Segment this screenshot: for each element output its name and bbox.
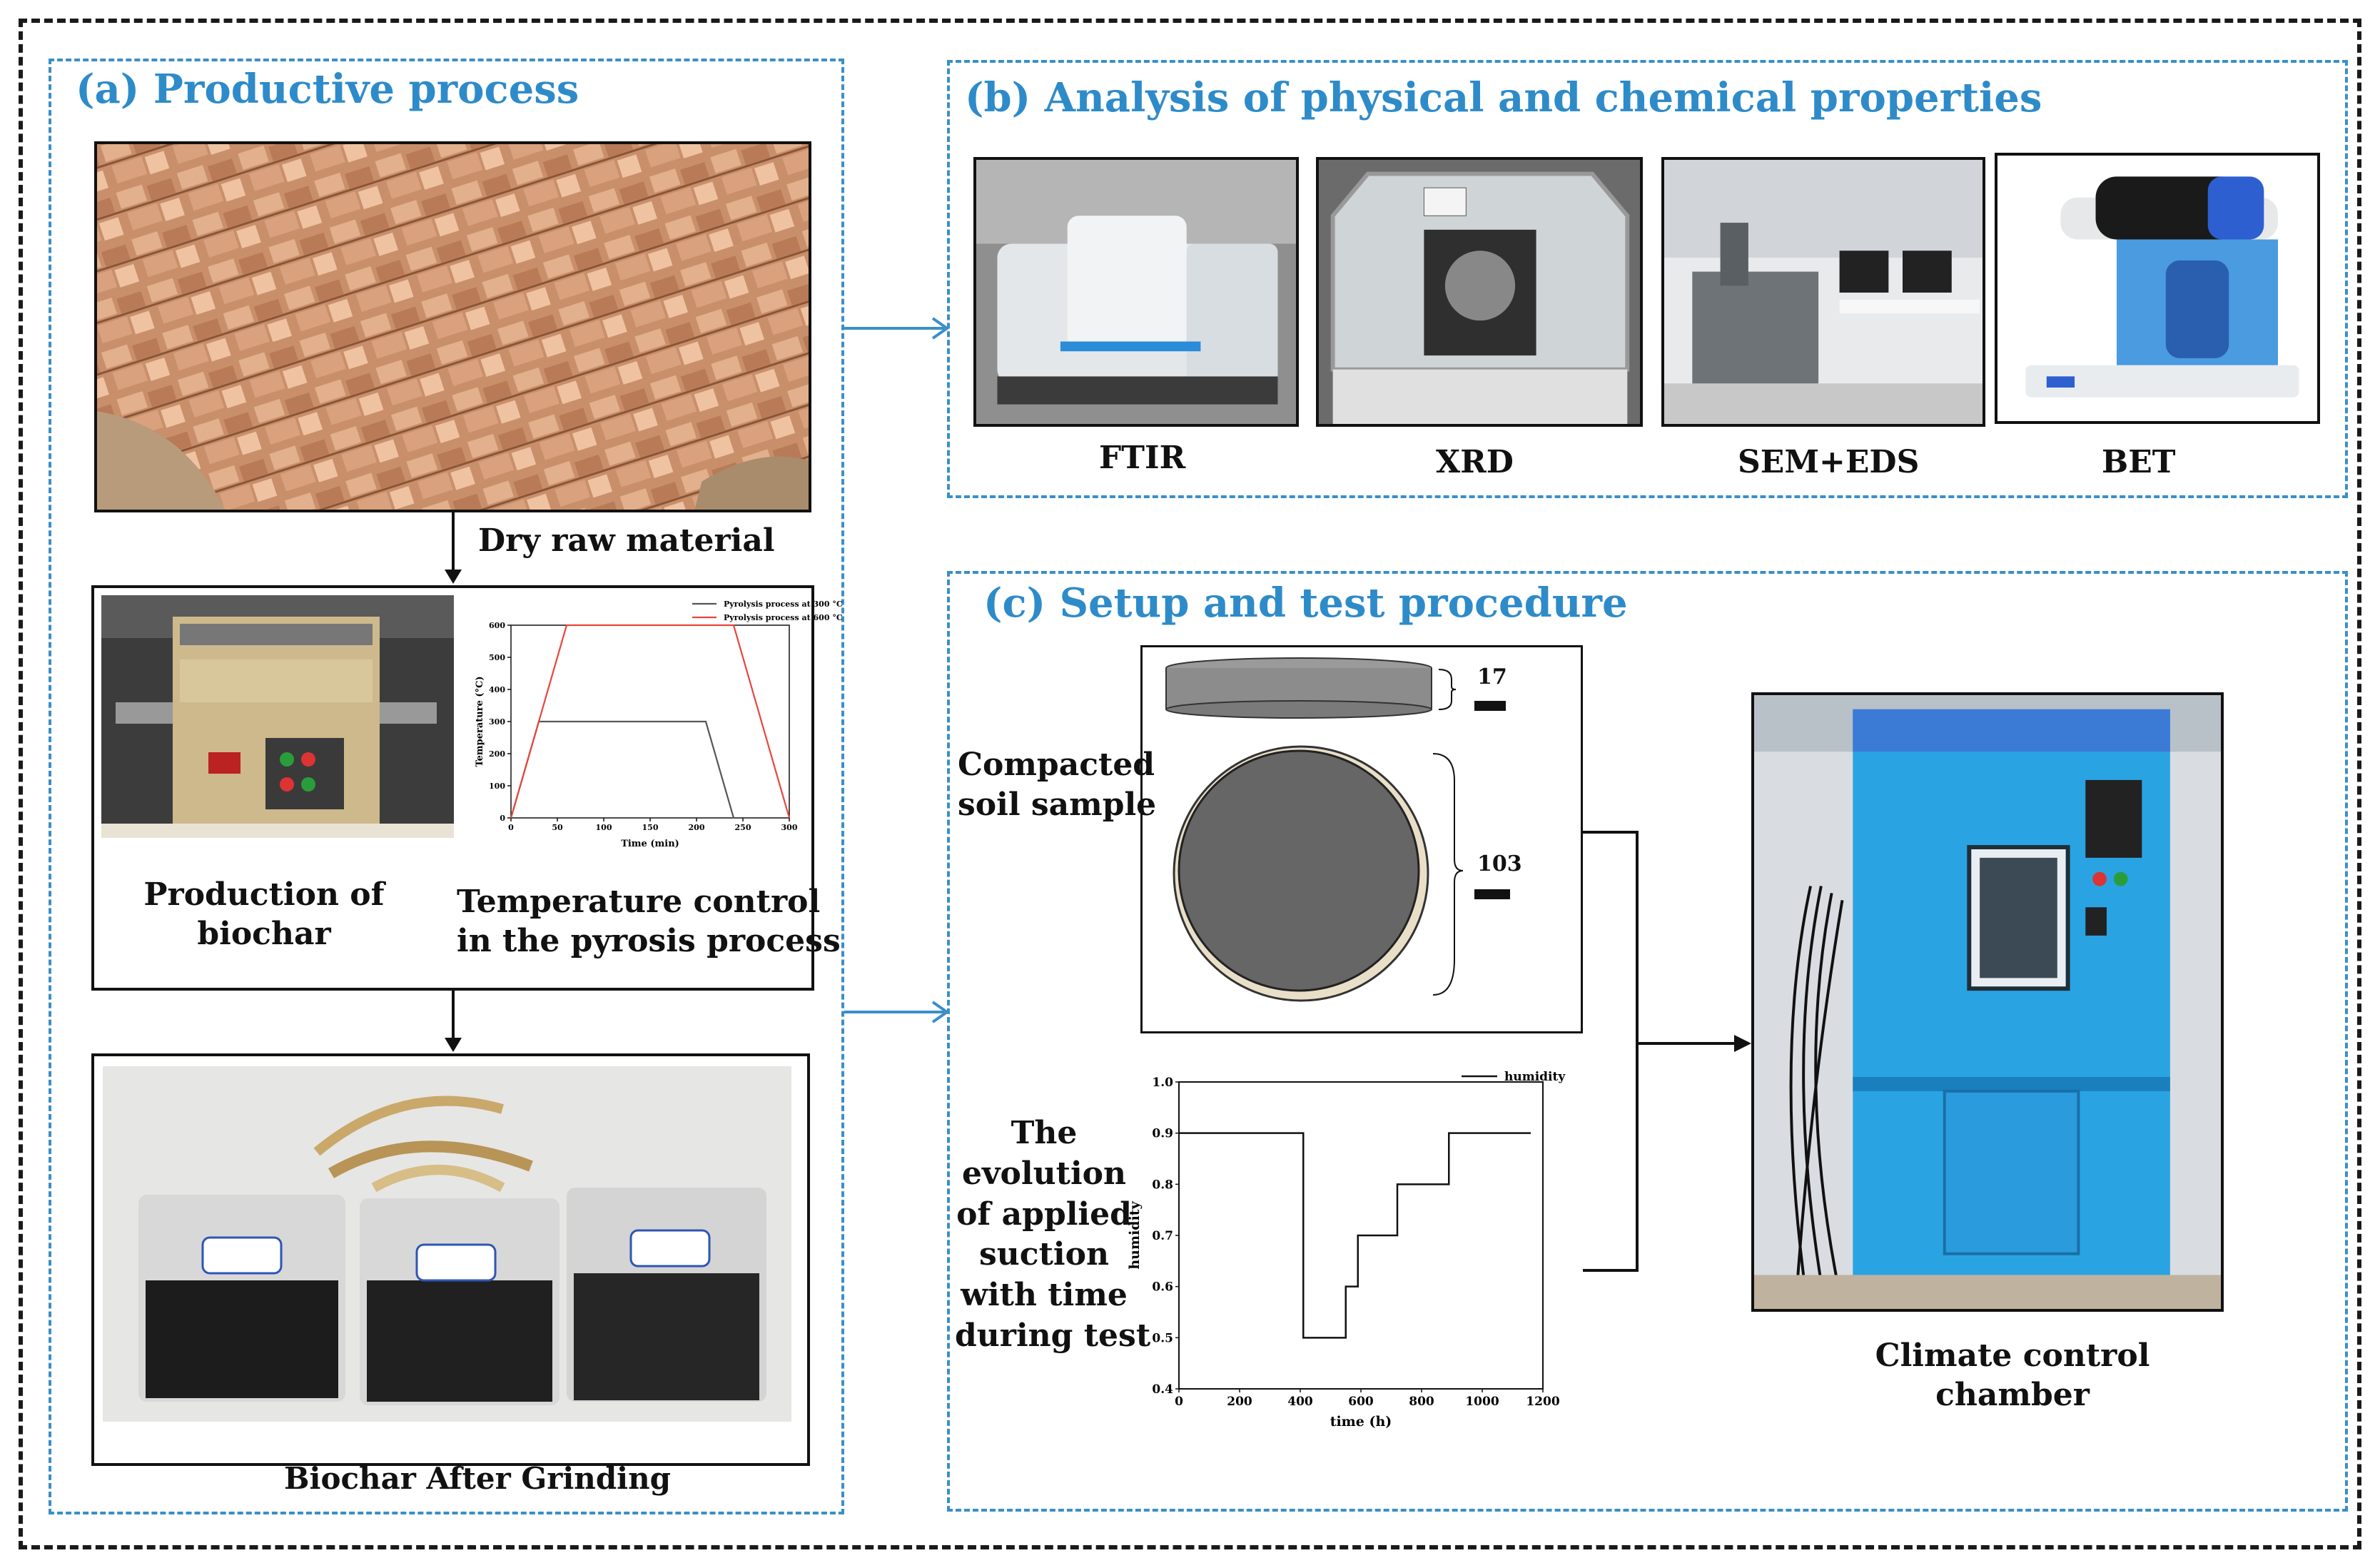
y-tick-label: 200 xyxy=(489,749,505,759)
y-tick-label: 500 xyxy=(489,653,505,662)
arrow-raw-to-production xyxy=(442,512,464,585)
production-label: Production of biochar xyxy=(143,876,385,952)
x-tick-label: 150 xyxy=(642,823,659,832)
x-tick-label: 0 xyxy=(1175,1395,1183,1409)
y-tick-label: 600 xyxy=(489,621,505,630)
y-tick-label: 0.7 xyxy=(1152,1229,1173,1243)
x-tick-label: 50 xyxy=(552,823,563,832)
temperature-label: Temperature control in the pyrosis proce… xyxy=(457,884,841,959)
bet-photo xyxy=(1995,153,2320,424)
x-axis-label: Time (min) xyxy=(621,839,679,849)
legend-label-0: humidity xyxy=(1504,1070,1566,1084)
y-tick-label: 0 xyxy=(500,814,505,823)
temperature-chart: 0 50 100 150 200 250 300 0 100 200 300 400 500 600Tim… xyxy=(475,600,843,849)
panel-a-title: (a) Productive process xyxy=(76,66,579,113)
legend-label-1: Pyrolysis process at 600 °C xyxy=(724,613,843,622)
panel-b-frame xyxy=(947,60,2348,498)
legend-label-0: Pyrolysis process at 300 °C xyxy=(724,600,843,609)
sample-label: Compacted soil sample xyxy=(958,747,1157,824)
y-tick-label: 300 xyxy=(489,717,505,727)
raw-material-label: Dry raw material xyxy=(478,522,775,559)
y-tick-label: 0.8 xyxy=(1152,1178,1173,1192)
biochar-photo xyxy=(103,1066,791,1422)
x-tick-label: 400 xyxy=(1287,1395,1313,1409)
arrow-production-to-biochar xyxy=(442,991,464,1053)
panel-a-frame xyxy=(49,59,844,1514)
furnace-photo xyxy=(101,595,454,838)
instrument-label-sem-eds: SEM+EDS xyxy=(1738,444,1920,480)
y-tick-label: 400 xyxy=(489,685,505,694)
y-tick-label: 0.6 xyxy=(1152,1280,1173,1295)
evolution-label: The evolution of applied suction with ti… xyxy=(955,1115,1151,1354)
x-tick-label: 800 xyxy=(1409,1395,1434,1409)
chamber-label: Climate control chamber xyxy=(1875,1337,2150,1414)
outer-frame xyxy=(19,19,2361,1549)
panel-b-title: (b) Analysis of physical and chemical pr… xyxy=(965,74,2042,121)
raw-material-photo xyxy=(94,141,811,512)
x-tick-label: 0 xyxy=(508,823,514,832)
climate-chamber-photo xyxy=(1751,692,2224,1312)
panel-c-frame xyxy=(947,571,2348,1512)
instrument-label-ftir: FTIR xyxy=(1099,440,1186,476)
x-tick-label: 200 xyxy=(689,823,705,832)
series-line-0 xyxy=(1179,1132,1531,1339)
x-tick-label: 100 xyxy=(596,823,612,832)
biochar-grinding-label: Biochar After Grinding xyxy=(284,1461,672,1496)
diameter-unit-mark xyxy=(1474,889,1510,899)
x-tick-label: 1000 xyxy=(1465,1395,1499,1409)
humidity-chart: 0 200 400 600 800 1000 1200 0.4 0.5 0.6 0.7 0.8 0.9 1… xyxy=(1127,1070,1566,1430)
series-line-0 xyxy=(510,720,735,819)
y-axis-label: Temperature (°C) xyxy=(475,676,485,767)
x-tick-label: 200 xyxy=(1227,1395,1252,1409)
x-tick-label: 250 xyxy=(735,823,751,832)
x-tick-label: 1200 xyxy=(1526,1395,1559,1409)
x-axis-label: time (h) xyxy=(1330,1414,1392,1430)
soil-sample-drawing xyxy=(1165,657,1464,1002)
y-tick-label: 0.4 xyxy=(1152,1382,1173,1397)
y-tick-label: 100 xyxy=(489,782,505,791)
diameter-value: 103 xyxy=(1477,851,1522,876)
height-value: 17 xyxy=(1477,664,1507,689)
arrow-a-to-b xyxy=(844,314,958,343)
height-unit-mark xyxy=(1474,701,1506,711)
sem-eds-photo xyxy=(1661,157,1985,427)
x-tick-label: 600 xyxy=(1348,1395,1374,1409)
panel-c-title: (c) Setup and test procedure xyxy=(983,580,1628,627)
series-line-1 xyxy=(510,624,791,819)
arrow-a-to-c xyxy=(844,998,958,1026)
ftir-photo xyxy=(973,157,1299,427)
y-tick-label: 0.5 xyxy=(1152,1331,1173,1345)
y-tick-label: 1.0 xyxy=(1152,1076,1173,1090)
y-tick-label: 0.9 xyxy=(1152,1127,1173,1141)
connector-to-chamber xyxy=(1583,831,1751,1272)
y-axis-label: humidity xyxy=(1127,1200,1143,1269)
instrument-label-xrd: XRD xyxy=(1436,444,1514,480)
xrd-photo xyxy=(1316,157,1643,427)
instrument-label-bet: BET xyxy=(2102,444,2176,480)
x-tick-label: 300 xyxy=(781,823,798,832)
